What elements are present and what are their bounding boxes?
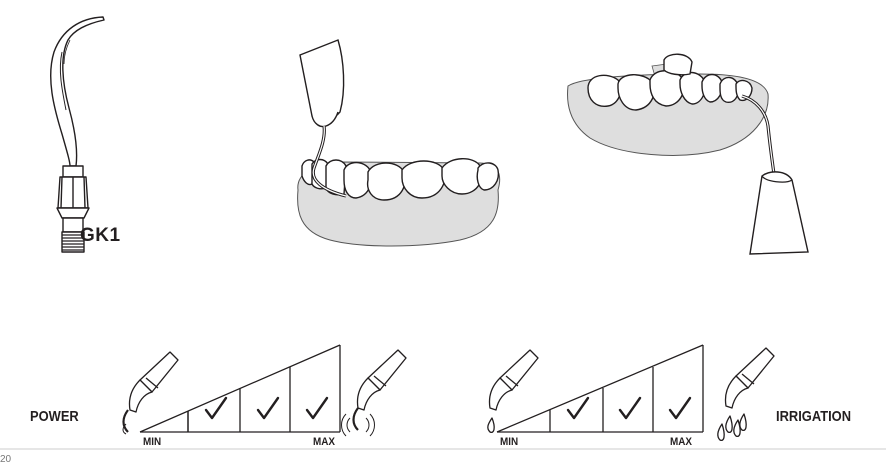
- power-max-label: MAX: [313, 436, 336, 448]
- handpiece-min-water-icon: [487, 349, 539, 434]
- power-min-label: MIN: [143, 436, 162, 448]
- tip-name-label: GK1: [80, 225, 121, 246]
- irrigation-gauge: [496, 344, 704, 433]
- power-level-3-check-icon: [305, 396, 329, 420]
- lower-jaw-illustration: [297, 39, 501, 247]
- irrigation-level-2-check-icon: [618, 396, 642, 420]
- power-level-2-check-icon: [256, 396, 280, 420]
- irrigation-label: IRRIGATION: [776, 408, 852, 425]
- upper-jaw-illustration: [567, 53, 809, 255]
- page-number: 20: [0, 454, 12, 465]
- irrigation-min-label: MIN: [500, 436, 519, 448]
- irrigation-level-1-check-icon: [566, 396, 590, 420]
- scaler-tip-illustration: [49, 16, 105, 253]
- handpiece-min-power-icon: [122, 351, 179, 435]
- handpiece-max-power-icon: [341, 349, 407, 437]
- power-label: POWER: [30, 408, 79, 425]
- power-level-1-check-icon: [204, 396, 228, 420]
- handpiece-max-water-icon: [717, 347, 775, 442]
- power-gauge: [139, 344, 341, 433]
- irrigation-level-3-check-icon: [668, 396, 692, 420]
- irrigation-max-label: MAX: [670, 436, 693, 448]
